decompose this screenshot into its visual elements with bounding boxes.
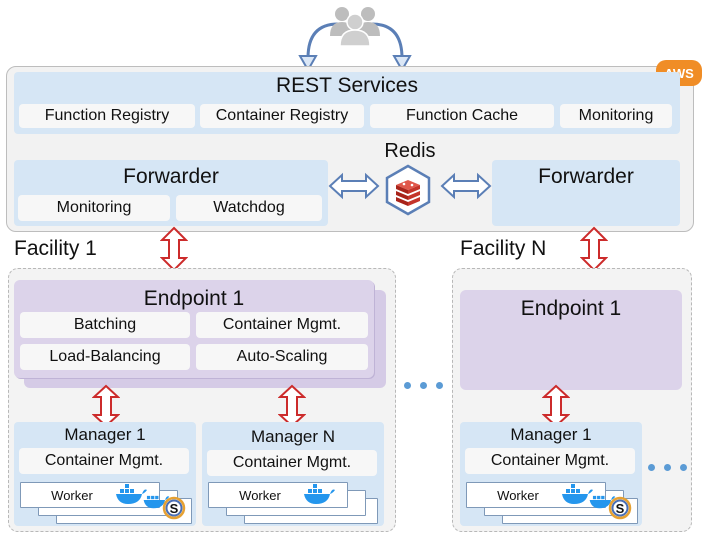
users-icon [298,7,412,72]
docker-icon-2 [143,495,170,509]
forwarder-redis-arrow-right [440,172,492,200]
manager-n-title: Manager N [250,427,336,446]
worker-n-box: Worker [208,482,348,508]
forwarder-endpoint-arrow-left [160,226,188,272]
forwarder-left-title: Forwarder [123,165,219,188]
docker-icon [116,484,147,504]
forwarder-endpoint-arrow-right [580,226,608,272]
function-cache-box: Function Cache [370,104,554,128]
endpoint-n-title: Endpoint 1 [520,297,622,320]
batching-box: Batching [20,312,190,338]
load-balancing-box: Load-Balancing [20,344,190,370]
svg-text:S: S [170,501,179,516]
facility-ellipsis [404,378,448,392]
docker-fn-icon [562,484,593,504]
manager-1-container-mgmt: Container Mgmt. [19,448,189,474]
manager-fn-container-mgmt: Container Mgmt. [465,448,635,474]
manager-fn-title: Manager 1 [510,425,592,444]
forwarder-left: Forwarder Monitoring Watchdog [14,160,328,226]
facility-n-label: Facility N [460,237,547,260]
manager-n-box: Manager N Container Mgmt. Worker [202,422,384,526]
worker-n-label: Worker [239,487,281,503]
endpoint-container-mgmt-box: Container Mgmt. [196,312,368,338]
singularity-icon: S [162,496,186,520]
manager-1-title: Manager 1 [64,425,146,444]
endpoint-1-box: Endpoint 1 Batching Container Mgmt. Load… [14,280,374,378]
rest-services-title: REST Services [276,74,418,97]
auto-scaling-box: Auto-Scaling [196,344,368,370]
endpoint-1-title: Endpoint 1 [143,287,245,310]
endpoint-n-box: Endpoint 1 [460,290,682,390]
function-registry-box: Function Registry [19,104,195,128]
watchdog-box: Watchdog [176,195,322,221]
manager-n-container-mgmt: Container Mgmt. [207,450,377,476]
manager-ellipsis [648,460,692,474]
forwarder-right: Forwarder [492,160,680,226]
redis-icon [385,164,431,216]
singularity-fn-icon: S [608,496,632,520]
forwarder-monitoring-box: Monitoring [18,195,170,221]
monitoring-box: Monitoring [560,104,672,128]
facility-1-label: Facility 1 [14,237,97,260]
manager-fn-box: Manager 1 Container Mgmt. Worker S [460,422,642,526]
forwarder-redis-arrow-left [328,172,380,200]
worker-label: Worker [51,487,93,503]
manager-1-box: Manager 1 Container Mgmt. Worker S [14,422,196,526]
worker-fn-label: Worker [497,487,539,503]
rest-services-box: REST Services Function Registry Containe… [14,72,680,134]
redis-label: Redis [384,139,436,162]
forwarder-right-title: Forwarder [538,165,634,188]
container-registry-box: Container Registry [200,104,364,128]
docker-n-icon [304,484,335,504]
docker-fn-icon-2 [589,495,616,509]
svg-text:S: S [616,501,625,516]
